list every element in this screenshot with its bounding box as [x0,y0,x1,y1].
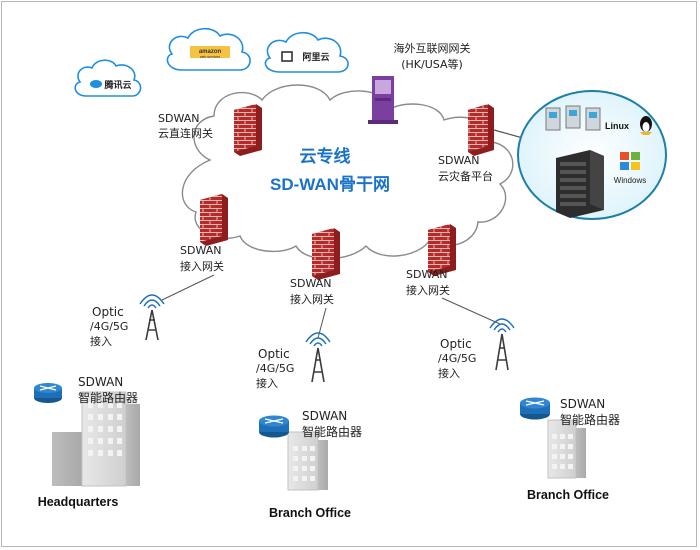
access-mid-label-1: SDWAN [290,277,331,290]
link-mid-line1: Optic [258,347,290,361]
overseas-gateway-line2: (HK/USA等) [401,57,463,71]
disaster-recovery-firewall-icon [468,104,494,156]
link-left-line1: Optic [92,305,124,319]
router-branch-right-line1: SDWAN [560,397,605,411]
tencent-label: 腾讯云 [103,79,131,91]
overseas-gateway-icon [368,76,398,124]
branch-mid-building-icon [287,431,328,491]
branch-right-building-icon [547,419,586,479]
link-right-line2: /4G/5G [438,352,476,365]
link-right-line1: Optic [440,337,472,351]
router-headquarters-icon [34,383,62,403]
link-right-line3: 接入 [438,367,460,380]
link-mid-line3: 接入 [256,377,278,390]
disaster-recovery-label-1: SDWAN [438,154,479,167]
cloud-title-line2: SD-WAN骨干网 [270,175,390,194]
access-left-label-1: SDWAN [180,244,221,257]
tencent-cloud-logo: 腾讯云 [74,59,142,97]
cloud-connect-firewall-icon [234,104,262,156]
aws-cloud-logo: amazon web services [166,27,251,71]
linux-icon: Linux [605,116,652,135]
backbone-cloud [181,84,514,260]
router-branch-mid-line1: SDWAN [302,409,347,423]
aws-label: amazon [199,49,222,55]
access-right-firewall-icon [428,224,456,276]
access-left-label-2: 接入网关 [180,259,224,273]
access-right-label-1: SDWAN [406,268,447,281]
link-mid-line2: /4G/5G [256,362,294,375]
link-left-line2: /4G/5G [90,320,128,333]
cloud-title-line1: 云专线 [300,146,351,166]
access-mid-label-2: 接入网关 [290,292,334,306]
link-left-line3: 接入 [90,335,112,348]
router-headquarters-line1: SDWAN [78,375,123,389]
access-right-label-2: 接入网关 [406,283,450,297]
router-branch-right-icon [520,397,550,420]
headquarters-building-icon [52,391,140,487]
cell-tower-mid-icon [305,332,331,383]
disaster-recovery-label-2: 云灾备平台 [438,169,493,183]
router-headquarters-line2: 智能路由器 [78,390,138,405]
windows-label: Windows [614,176,646,185]
cloud-connect-label-2: 云直连网关 [158,126,213,140]
aliyun-cloud-logo: 阿里云 [264,31,349,73]
server-platform: Linux Windows [517,90,667,220]
branch-mid-label: Branch Office [269,506,351,520]
cell-tower-right-icon [489,318,515,371]
cell-tower-left-icon [139,294,165,341]
headquarters-label: Headquarters [38,495,119,509]
router-branch-mid-line2: 智能路由器 [302,424,362,439]
branch-right-label: Branch Office [527,488,609,502]
access-left-firewall-icon [200,194,228,246]
cloud-connect-label-1: SDWAN [158,112,199,125]
windows-icon: Windows [614,152,646,185]
router-branch-right-line2: 智能路由器 [560,412,620,427]
access-mid-firewall-icon [312,228,340,280]
router-branch-mid-icon [259,415,289,438]
desktop-icon [545,105,601,131]
overseas-gateway-line1: 海外互联网网关 [394,41,471,55]
aliyun-label: 阿里云 [302,52,329,63]
linux-label: Linux [605,121,629,131]
server-rack-icon [556,150,604,218]
aws-sub-label: web services [200,55,220,59]
